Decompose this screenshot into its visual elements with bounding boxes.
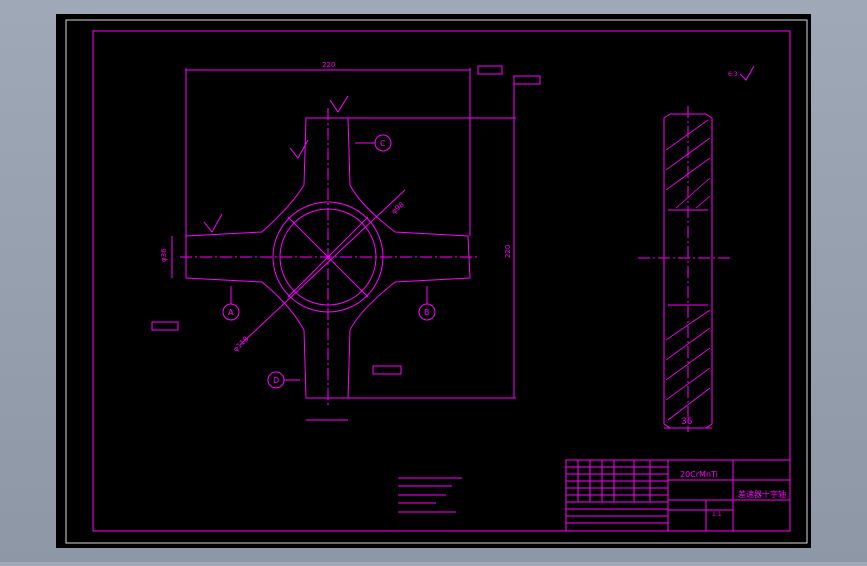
tolerance-box-1: [477, 65, 503, 75]
title-block-part-name: 差速器十字轴: [738, 489, 786, 499]
drawing-geometry: [65, 19, 808, 544]
drawing-sheet: [56, 14, 811, 548]
side-view: [638, 106, 730, 432]
tolerance-box-3: [151, 321, 179, 331]
technical-requirements: [398, 477, 462, 513]
datum-c-label: C: [380, 139, 386, 148]
dim-overall-width: 220: [322, 61, 335, 69]
side-hatching: [665, 119, 711, 421]
title-block: [565, 459, 791, 532]
datum-d-label: D: [273, 376, 279, 385]
front-view: [151, 65, 755, 421]
diagonal-2: [287, 216, 369, 298]
side-outline: [663, 113, 713, 429]
cross-outline: [185, 117, 471, 399]
title-block-scale: 1:1: [712, 511, 722, 518]
dim-arm-diameter: φ36: [160, 248, 168, 262]
outer-border: [65, 19, 808, 544]
roughness-symbol-2: [329, 95, 349, 113]
roughness-symbol-general: [739, 65, 755, 81]
inner-border: [92, 30, 791, 532]
leader-bore: [239, 189, 406, 346]
tolerance-box-2: [513, 75, 541, 85]
dim-thickness: 36: [681, 417, 693, 427]
datum-a-label: A: [228, 308, 234, 317]
roughness-symbol-3: [289, 139, 309, 159]
tolerance-box-4: [372, 365, 402, 375]
roughness-symbol-1: [203, 213, 223, 233]
title-block-material: 20CrMnTi: [680, 470, 718, 479]
dim-overall-height: 220: [504, 245, 512, 258]
datum-b-label: B: [424, 308, 430, 317]
general-roughness-label: 6.3: [728, 71, 738, 78]
